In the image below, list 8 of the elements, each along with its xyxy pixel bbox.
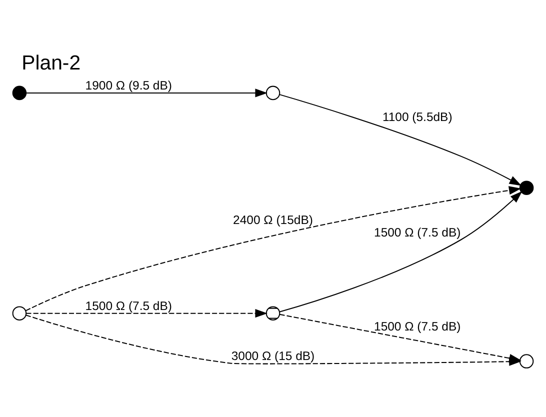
edge-label: 2400 Ω (15dB) [233,213,313,228]
edge-label: 1100 (5.5dB) [382,110,452,124]
edge-label: 1500 Ω (7.5 dB) [374,319,461,334]
edge-label: 3000 Ω (15 dB) [231,348,315,363]
diagram-title: Plan-2 [22,52,81,74]
edge-label: 1900 Ω (9.5 dB) [85,78,172,92]
edge-label: 1500 Ω (7.5 dB) [85,298,172,313]
edge-label: 1500 Ω (7.5 dB) [374,225,461,240]
